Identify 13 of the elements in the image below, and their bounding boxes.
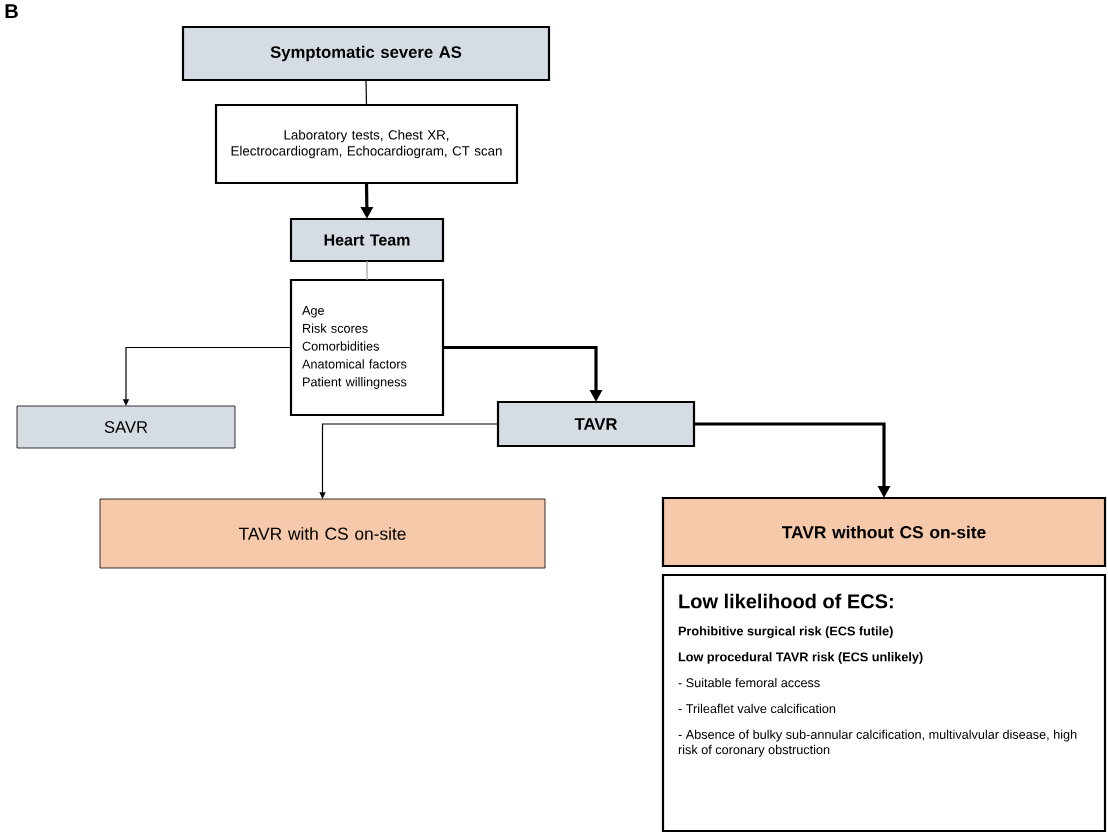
outcome-box: TAVR: [496, 400, 696, 448]
outcome-box: TAVR without CS on-site: [661, 496, 1107, 568]
criteria-box: Age Risk scores Comorbidities Anatomical factors Patient willingness: [289, 278, 445, 417]
process-box: Symptomatic severe AS: [181, 25, 551, 82]
criteria-box: Low likelihood of ECS: Prohibitive surgical risk (ECS futile) Low procedural TAVR risk (ECS unlikely) - Suitable femoral access - Trileaflet valve calcification - Absence of bulky sub-annular calcification, multivalvular disease, high risk of coronary obstruction: [661, 573, 1107, 833]
arrow: [319, 423, 499, 499]
panel-letter: B: [5, 4, 18, 19]
outcome-box: SAVR: [16, 405, 236, 449]
connector-line: [366, 260, 368, 281]
process-box: Laboratory tests, Chest XR, Electrocardiogram, Echocardiogram, CT scan: [214, 103, 519, 185]
connector-line: [365, 79, 368, 106]
outcome-box: TAVR with CS on-site: [99, 498, 546, 569]
process-box: Heart Team: [289, 217, 445, 263]
